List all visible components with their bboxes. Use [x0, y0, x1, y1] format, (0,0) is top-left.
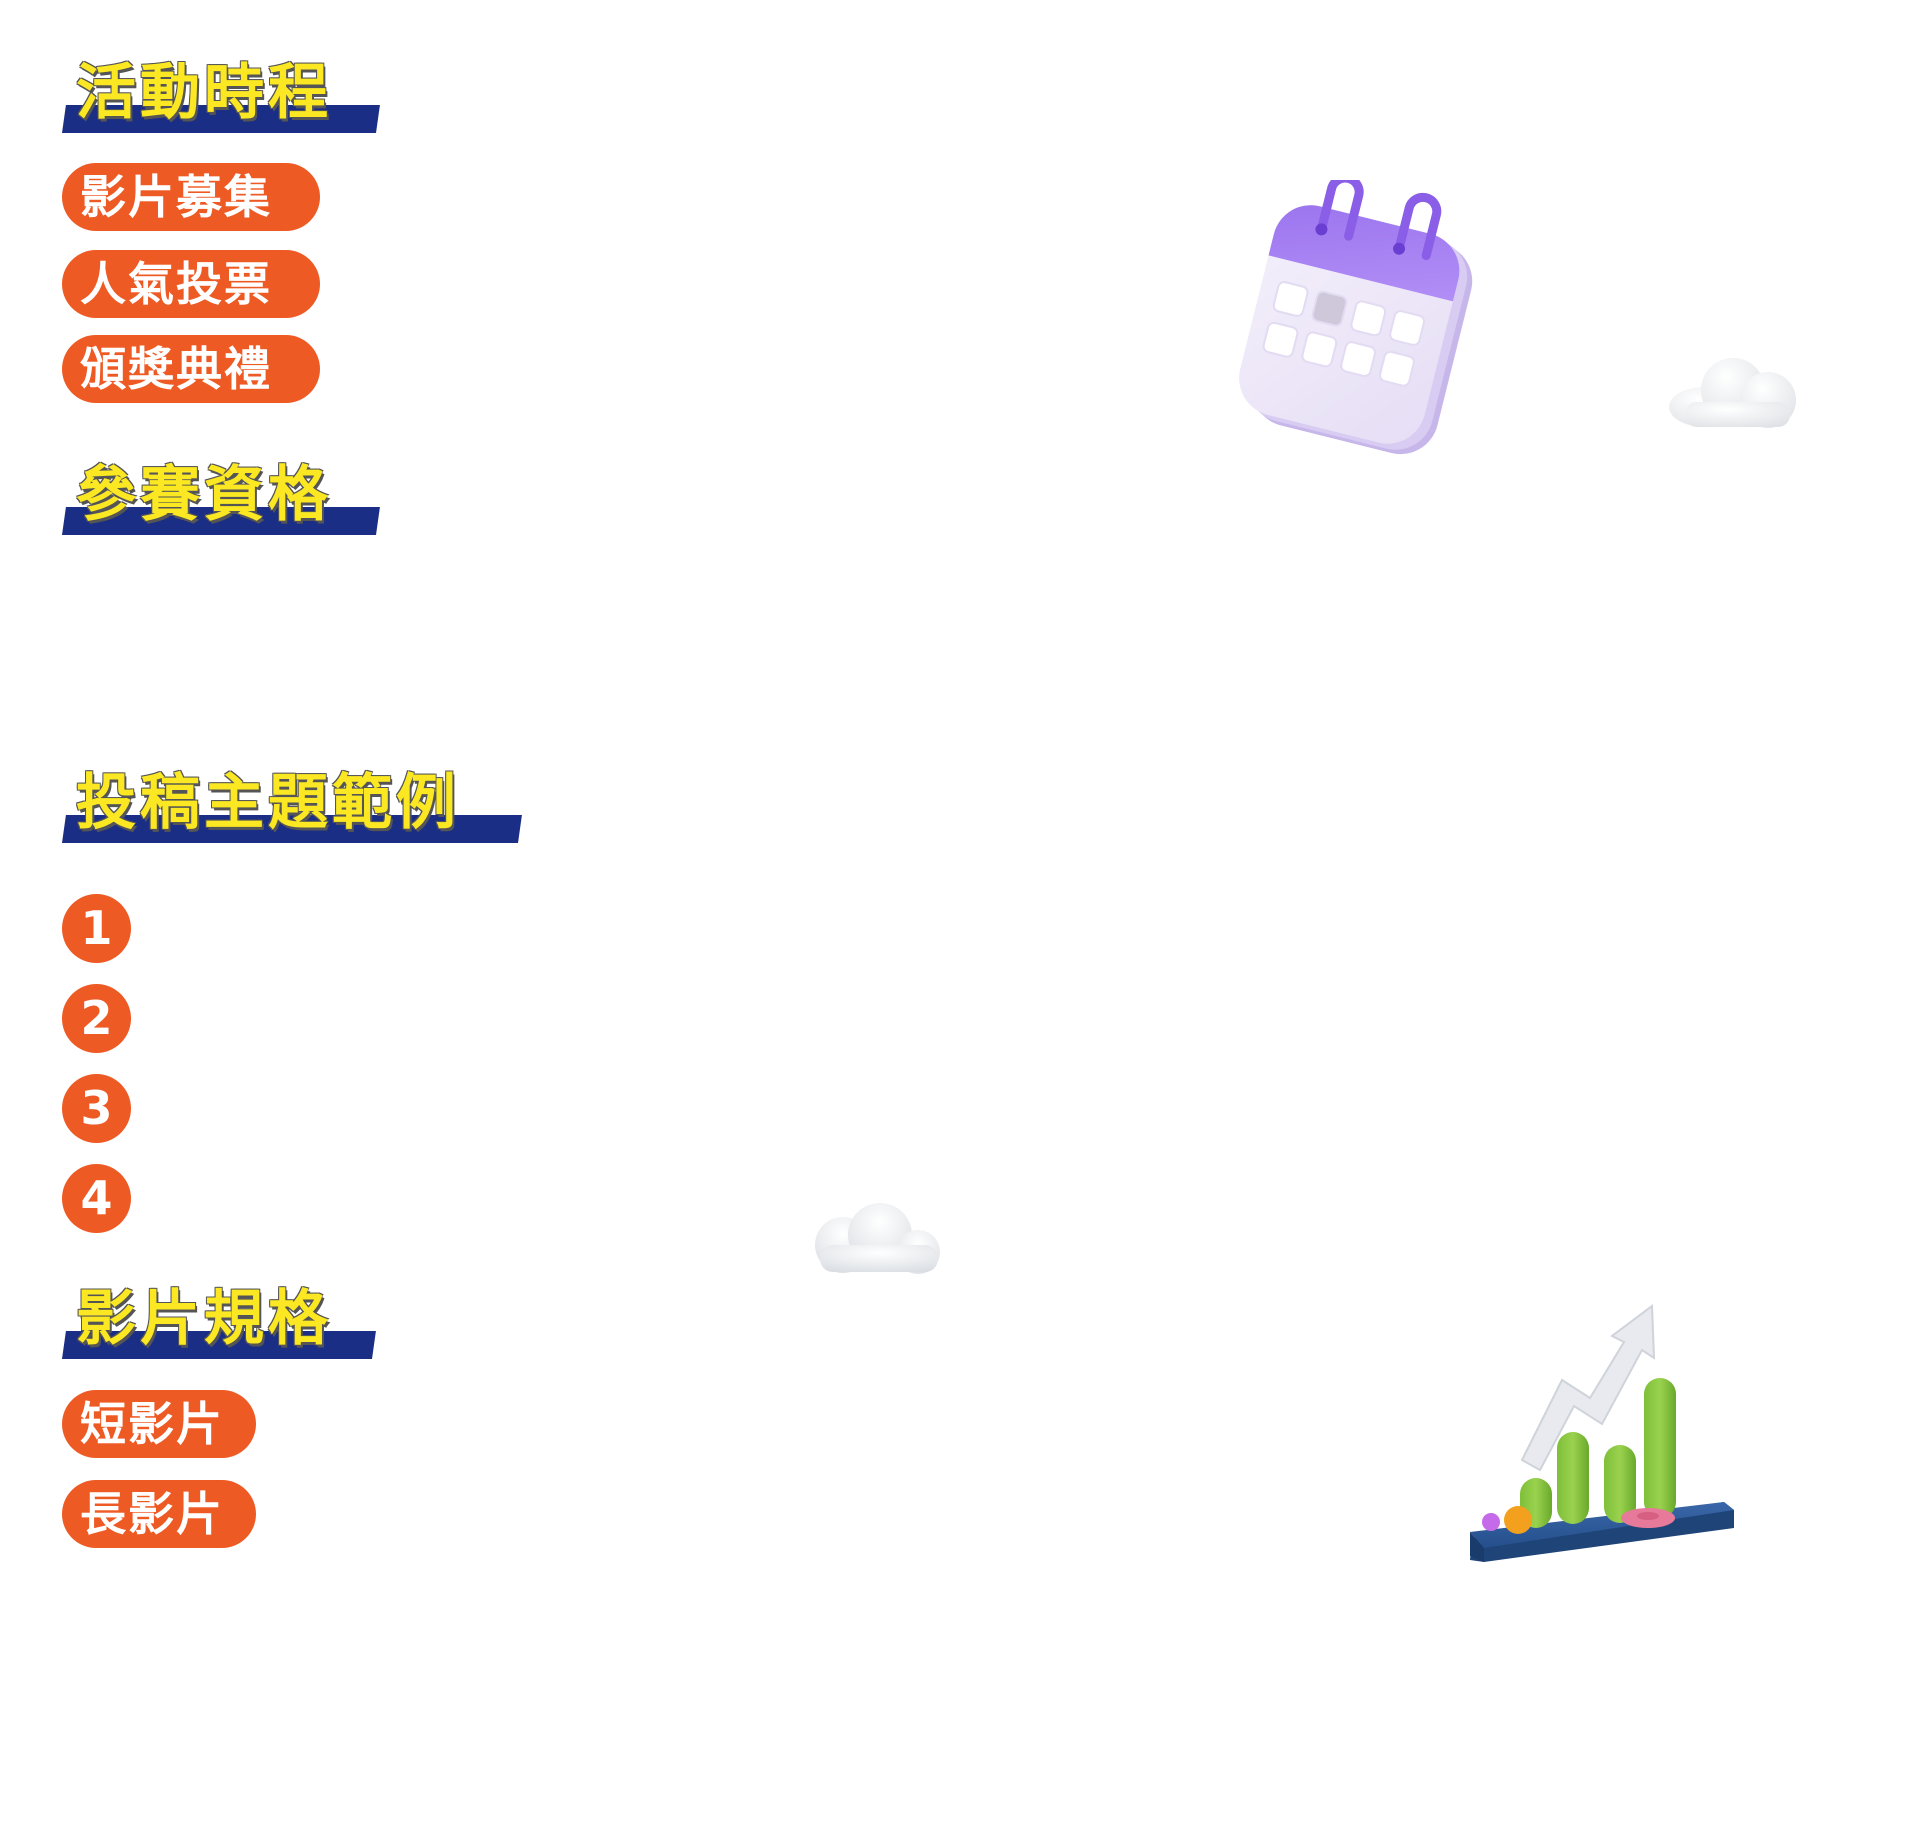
- schedule-title: 活動時程: [76, 58, 332, 128]
- topics-title: 投稿主題範例: [76, 768, 460, 838]
- topic-number-1: 1: [62, 894, 131, 963]
- schedule-item-popular-vote: 人氣投票: [62, 250, 320, 318]
- schedule-item-award-ceremony: 頒獎典禮: [62, 335, 320, 403]
- topics-heading: 投稿主題範例: [62, 768, 522, 843]
- spec-item-short-video: 短影片: [62, 1390, 256, 1458]
- spec-item-long-video: 長影片: [62, 1480, 256, 1548]
- cloud-icon: [815, 1203, 940, 1274]
- eligibility-heading: 參賽資格: [62, 460, 380, 535]
- specs-heading: 影片規格: [62, 1284, 376, 1359]
- eligibility-title: 參賽資格: [76, 460, 332, 530]
- schedule-heading: 活動時程: [62, 58, 380, 133]
- topic-number-4: 4: [62, 1164, 131, 1233]
- specs-title: 影片規格: [76, 1284, 332, 1354]
- topic-number-2: 2: [62, 984, 131, 1053]
- schedule-item-video-collection: 影片募集: [62, 163, 320, 231]
- bar-chart-growth-icon: [1470, 1304, 1734, 1562]
- calendar-icon: [1239, 180, 1473, 455]
- cloud-icon: [1669, 358, 1796, 428]
- topic-number-3: 3: [62, 1074, 131, 1143]
